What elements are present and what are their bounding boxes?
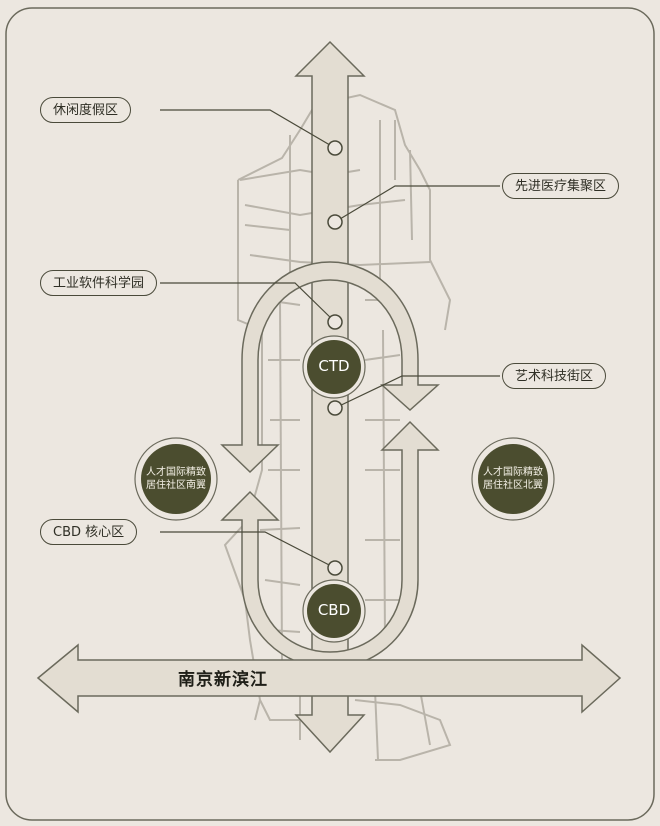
label-leisure-zone: 休闲度假区 bbox=[40, 97, 132, 123]
community-north-line2: 居住社区北翼 bbox=[483, 480, 543, 491]
label-medical-zone: 先进医疗集聚区 bbox=[502, 173, 620, 199]
community-south-line1: 人才国际精致 bbox=[146, 467, 206, 478]
community-north-label: 人才国际精致 居住社区北翼 bbox=[473, 466, 553, 492]
ctd-loop-arrow bbox=[220, 261, 440, 474]
cbd-node bbox=[302, 579, 366, 643]
street-map bbox=[223, 93, 452, 761]
community-south-line2: 居住社区南翼 bbox=[146, 480, 206, 491]
cbd-label: CBD bbox=[317, 601, 351, 619]
river-arrow bbox=[36, 643, 622, 714]
label-cbd-core: CBD 核心区 bbox=[40, 519, 138, 545]
community-north-circle bbox=[471, 437, 555, 521]
cbd-loop-arrow bbox=[220, 420, 440, 669]
label-art-district: 艺术科技街区 bbox=[502, 363, 607, 389]
label-software-park: 工业软件科学园 bbox=[40, 270, 158, 296]
community-north-line1: 人才国际精致 bbox=[483, 467, 543, 478]
river-label: 南京新滨江 bbox=[178, 670, 268, 690]
community-south-label: 人才国际精致 居住社区南翼 bbox=[136, 466, 216, 492]
axis-points bbox=[327, 140, 343, 576]
ctd-node bbox=[302, 335, 366, 399]
leader-lines bbox=[160, 109, 500, 569]
ctd-label: CTD bbox=[318, 357, 350, 375]
community-south-circle bbox=[134, 437, 218, 521]
